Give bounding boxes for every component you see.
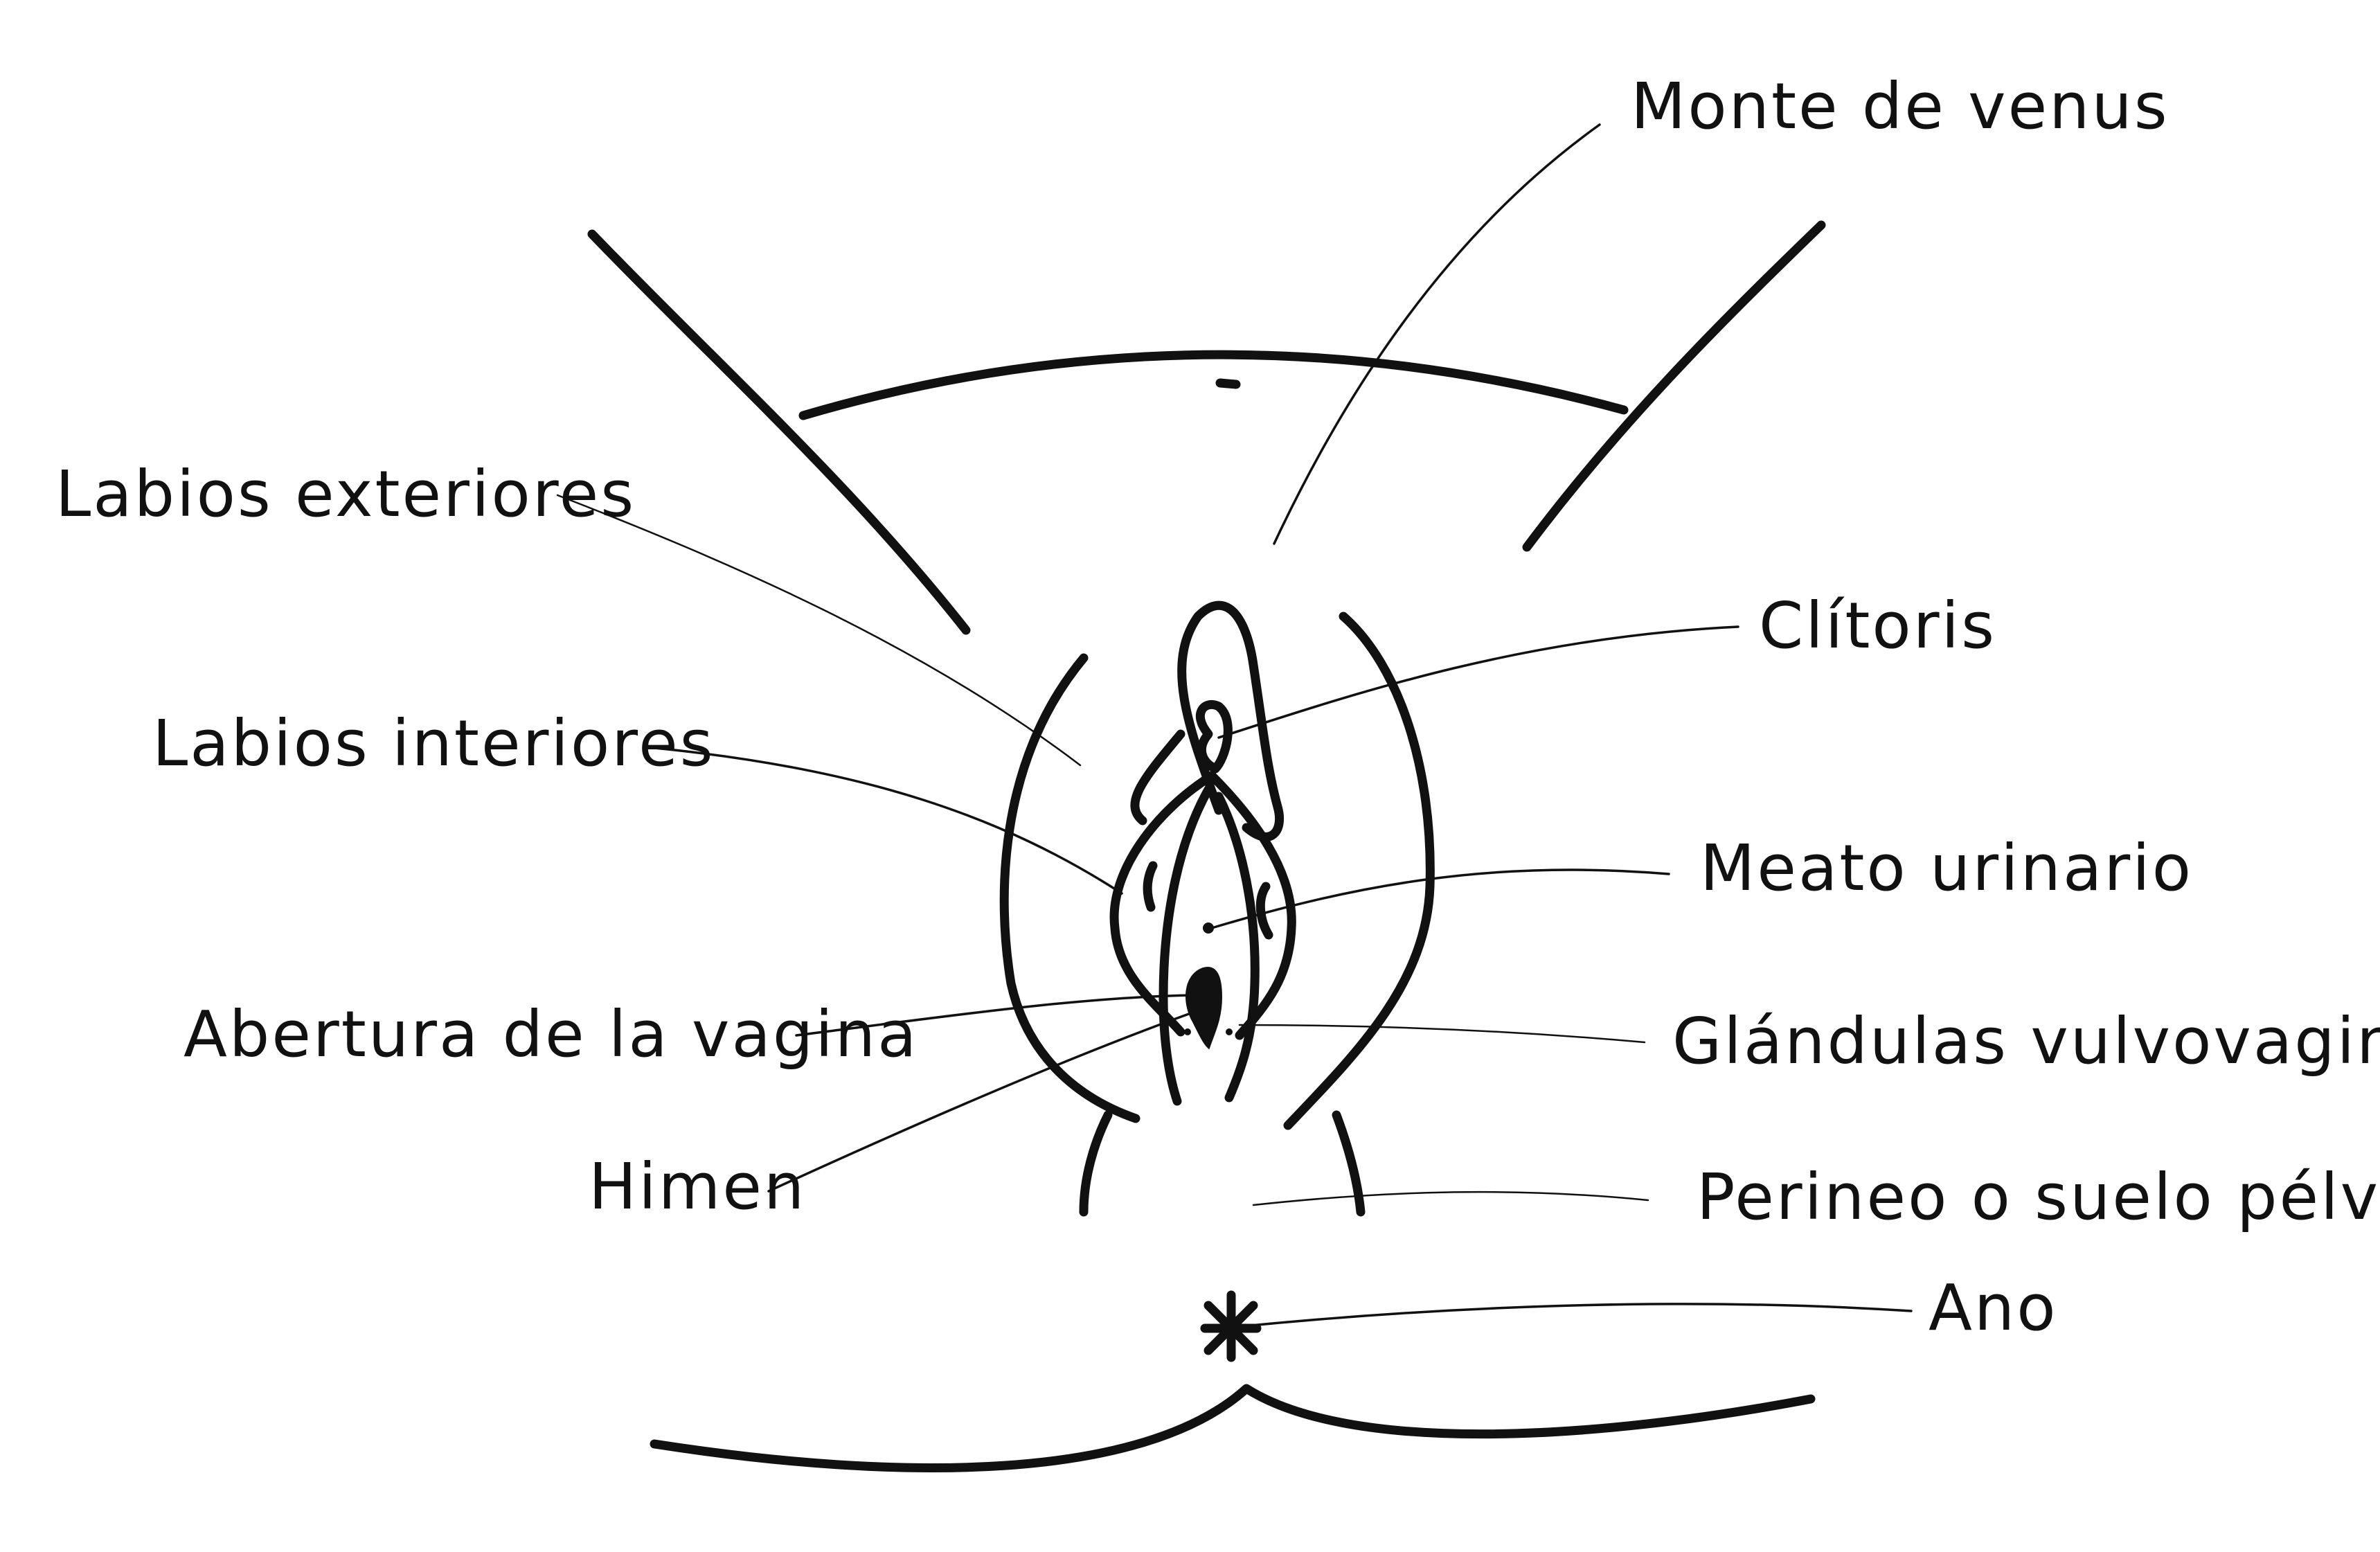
clitoral-hood xyxy=(1177,600,1285,841)
navel-mark xyxy=(1215,378,1241,389)
label-abertura-vagina: Abertura de la vagina xyxy=(184,997,918,1071)
left-lower-crease xyxy=(1079,1110,1113,1217)
inner-labia-left xyxy=(1109,771,1217,1037)
labels: Monte de venus Labios exteriores Labios … xyxy=(55,69,2380,1345)
label-meato-urinario: Meato urinario xyxy=(1700,831,2193,905)
leader-clitoris xyxy=(1217,625,1739,739)
leader-ano xyxy=(1242,1303,1913,1328)
hood-inner-left xyxy=(1130,729,1185,826)
left-thigh-outline xyxy=(587,229,971,635)
vaginal-opening xyxy=(1185,967,1223,1050)
leader-meato-urinario xyxy=(1210,868,1670,929)
outer-labia-left xyxy=(999,653,1140,1123)
urethral-opening xyxy=(1203,922,1214,934)
label-labios-interiores: Labios interiores xyxy=(152,706,715,781)
leader-labios-interiores xyxy=(653,747,1123,895)
label-himen: Himen xyxy=(589,1150,806,1224)
inner-labia-right xyxy=(1207,771,1296,1040)
right-lower-crease xyxy=(1332,1110,1366,1217)
gland-mark-left xyxy=(1143,861,1158,912)
vulvovaginal-gland-dot-1 xyxy=(1184,1028,1191,1035)
anus-mark xyxy=(1200,1290,1262,1362)
abdomen-line xyxy=(798,350,1629,420)
outer-labia-right xyxy=(1283,612,1435,1130)
leader-abertura-vagina xyxy=(795,994,1194,1037)
right-thigh-outline xyxy=(1522,220,1826,552)
label-glandulas: Glándulas vulvovaginales xyxy=(1672,1004,2380,1078)
gland-mark-right xyxy=(1255,882,1273,940)
label-labios-exteriores: Labios exteriores xyxy=(55,457,636,531)
label-ano: Ano xyxy=(1929,1271,2058,1345)
vestibule-left xyxy=(1158,785,1213,1106)
leader-labios-exteriores xyxy=(556,494,1082,767)
anatomy-drawing xyxy=(587,220,1826,1473)
label-monte-de-venus: Monte de venus xyxy=(1631,69,2169,143)
leader-monte-de-venus xyxy=(1273,123,1601,545)
label-clitoris: Clítoris xyxy=(1759,589,1996,663)
label-perineo: Perineo o suelo pélvico xyxy=(1697,1160,2380,1234)
vulvovaginal-gland-dot-2 xyxy=(1226,1028,1233,1035)
leader-himen xyxy=(767,1010,1198,1193)
leader-glandulas xyxy=(1238,1024,1646,1044)
buttocks-line xyxy=(650,1384,1816,1473)
vestibule-right xyxy=(1214,792,1260,1103)
leader-perineo xyxy=(1252,1190,1649,1206)
leader-lines xyxy=(556,123,1913,1328)
